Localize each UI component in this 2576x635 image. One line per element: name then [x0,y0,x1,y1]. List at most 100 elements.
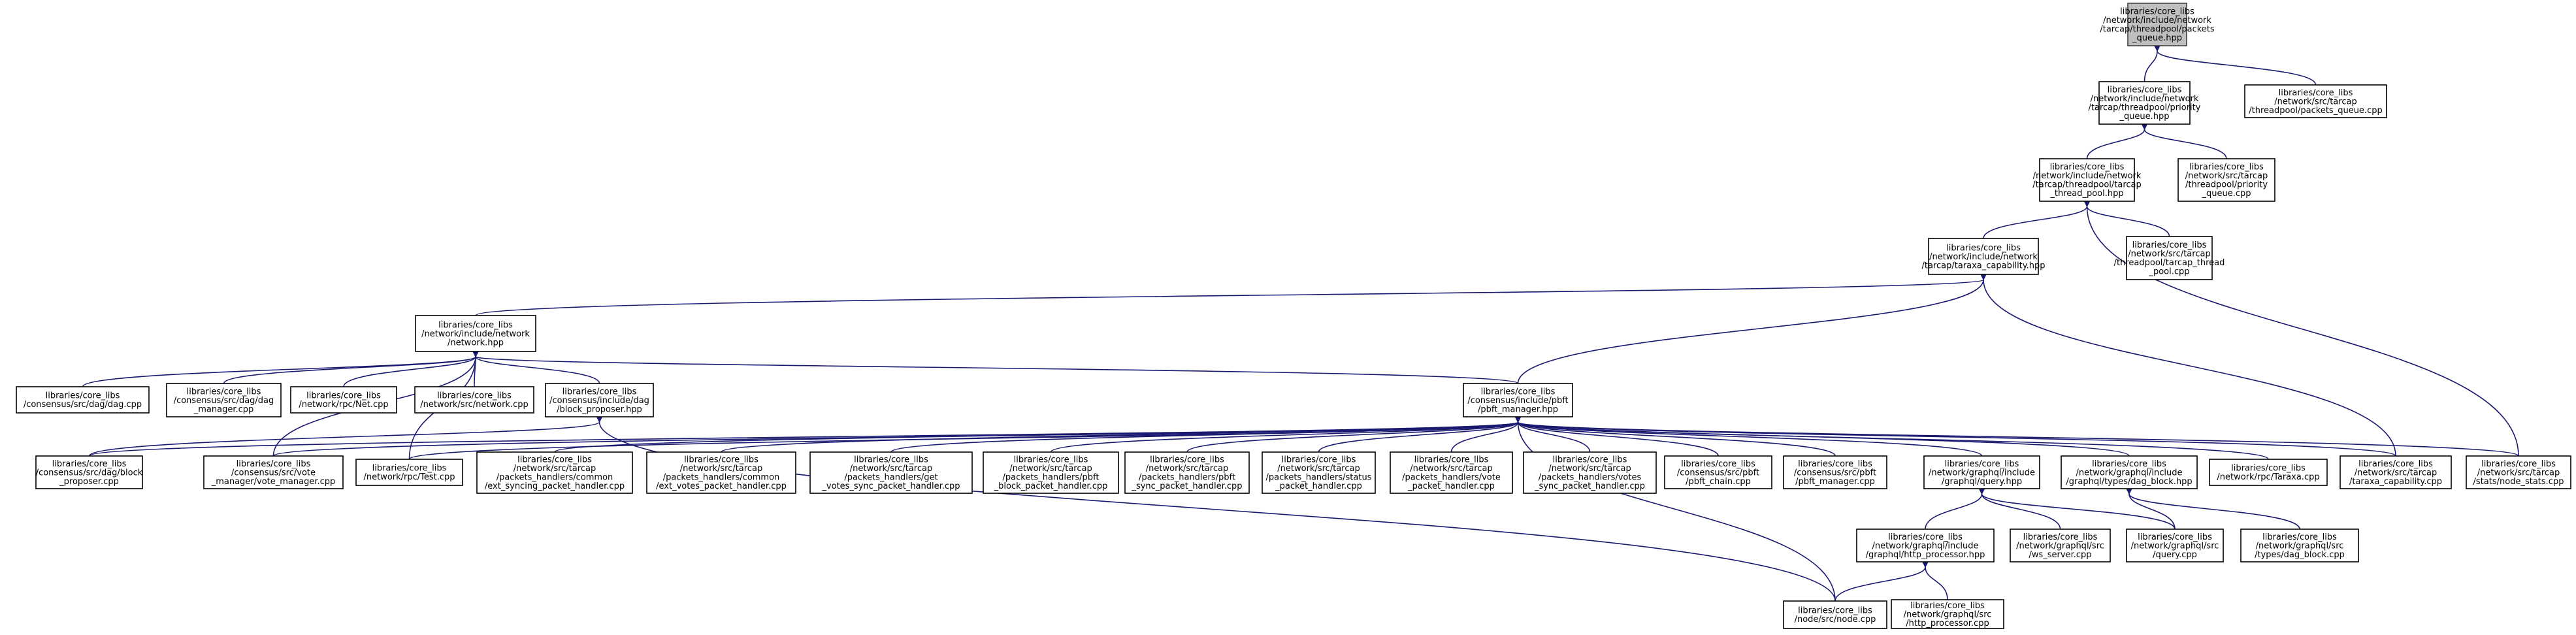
node-label-line: /consensus/src/dag/dag.cpp [24,400,142,410]
node-pqcpp[interactable]: libraries/core_libs/network/src/tarcap/t… [2244,84,2387,118]
node-label-line: /network/src/tarcap [2128,250,2210,259]
node-label-line: libraries/core_libs [684,455,758,465]
node-label-line: libraries/core_libs [2481,459,2556,469]
node-label-line: libraries/core_libs [1798,606,1872,616]
node-label-line: _sync_packet_handler.cpp [1131,481,1242,491]
node-nethpp[interactable]: libraries/core_libs/network/include/netw… [415,315,536,352]
node-querycpp[interactable]: libraries/core_libs/network/graphql/src/… [2126,529,2224,562]
edge-votessync-includes-pbftmgr [1514,415,1591,453]
node-label-line: /threadpool/tarcap_thread [2114,258,2225,268]
node-label-line: /network/src/network.cpp [420,400,529,410]
node-label-line: /consensus/src/dag/block [36,468,143,478]
node-label-line: /network/include/network [1929,252,2038,262]
node-label-line: /network/include/network [421,329,530,339]
node-box [2466,455,2571,489]
edge-wscpp-includes-queryhpp [1978,487,2061,530]
node-label-line: _pool.cpp [2148,267,2189,277]
node-pbftmgr[interactable]: libraries/core_libs/consensus/include/pb… [1463,383,1573,417]
node-label-line: libraries/core_libs [2358,459,2433,469]
node-label-line: _manager.cpp [193,404,254,414]
node-label-line: libraries/core_libs [517,455,592,465]
node-votemgr[interactable]: libraries/core_libs/consensus/src/vote_m… [203,455,344,489]
node-bpropcpp[interactable]: libraries/core_libs/consensus/src/dag/bl… [35,455,143,489]
node-box [1923,455,2040,489]
node-prio[interactable]: libraries/core_libs/network/include/netw… [2089,81,2201,125]
node-label-line: libraries/core_libs [1150,455,1224,465]
node-prioqcpp[interactable]: libraries/core_libs/network/src/tarcap/t… [2177,158,2275,202]
node-label-line: /network.hpp [448,338,504,348]
node-votepkt[interactable]: libraries/core_libs/network/src/tarcap/p… [1390,451,1513,494]
node-httphpp[interactable]: libraries/core_libs/network/graphql/incl… [1856,529,1995,562]
node-label-line: /packets_handlers/get [844,473,937,483]
node-dagblockcpp[interactable]: libraries/core_libs/network/graphql/src/… [2240,529,2359,562]
node-extsync[interactable]: libraries/core_libs/network/src/tarcap/p… [476,451,633,494]
node-pbftchain[interactable]: libraries/core_libs/consensus/src/pbft/p… [1664,455,1772,489]
node-dagblockhpp[interactable]: libraries/core_libs/network/graphql/incl… [2061,455,2198,489]
node-status[interactable]: libraries/core_libs/network/src/tarcap/p… [1262,451,1376,494]
node-label-line: /consensus/src/vote [231,468,316,478]
node-tpool[interactable]: libraries/core_libs/network/include/netw… [2032,158,2142,202]
node-label-line: /network/src/tarcap [514,464,596,474]
node-pbftblock[interactable]: libraries/core_libs/network/src/tarcap/p… [983,451,1119,494]
node-label-line: /tarcap/threadpool/tarcap [2032,180,2142,190]
node-label-line: libraries/core_libs [2279,88,2353,98]
node-label-line: /network/src/tarcap [2477,468,2560,478]
node-label-line: /ws_server.cpp [2029,550,2091,560]
node-tpoolcpp[interactable]: libraries/core_libs/network/src/tarcap/t… [2114,236,2225,280]
node-votessync[interactable]: libraries/core_libs/network/src/tarcap/p… [1523,451,1657,494]
node-root[interactable]: libraries/core_libs/network/include/netw… [2100,3,2215,46]
node-box [2061,455,2198,489]
edge-querycpp-includes-queryhpp [1978,487,2176,530]
edge-bprop-includes-nethpp [472,350,600,384]
node-label-line: /network/graphql/src [1904,610,1992,619]
node-tcap[interactable]: libraries/core_libs/network/include/netw… [1921,238,2046,275]
node-box [203,455,344,489]
node-dagcpp[interactable]: libraries/core_libs/consensus/src/dag/da… [16,386,150,414]
node-netrpc[interactable]: libraries/core_libs/network/rpc/Net.cpp [290,386,397,414]
node-label-line: libraries/core_libs [1888,532,1963,542]
node-pbftmgrcpp[interactable]: libraries/core_libs/consensus/src/pbft/p… [1783,455,1887,489]
edge-nodecpp-includes-bprop [595,415,1836,602]
node-label-line: /network/graphql/include [1872,541,1979,551]
node-label-line: /network/graphql/include [1929,468,2035,478]
node-httpcpp[interactable]: libraries/core_libs/network/graphql/src/… [1891,599,2004,629]
node-label-line: libraries/core_libs [306,391,381,401]
node-label-line: /network/rpc/Net.cpp [299,400,388,410]
node-tcapcpp[interactable]: libraries/core_libs/network/src/tarcap/t… [2340,455,2452,489]
node-label-line: /threadpool/priority [2185,180,2268,190]
node-wscpp[interactable]: libraries/core_libs/network/graphql/src/… [2010,529,2111,562]
node-label-line: libraries/core_libs [1282,455,1356,465]
node-nodestats[interactable]: libraries/core_libs/network/src/tarcap/s… [2466,455,2571,489]
node-label-line: libraries/core_libs [2120,7,2194,17]
node-box [166,383,282,417]
edge-pqcpp-includes-root [2153,44,2317,86]
node-label-line: libraries/core_libs [2138,532,2212,542]
node-pbftsync[interactable]: libraries/core_libs/network/src/tarcap/p… [1124,451,1250,494]
node-taraxacpp[interactable]: libraries/core_libs/network/rpc/Taraxa.c… [2209,459,2328,486]
edge-pbftmgr-includes-nethpp [471,350,1519,384]
node-label-line: /network/graphql/src [2131,541,2219,551]
edge-httphpp-includes-queryhpp [1925,487,1986,530]
edge-pbftblock-includes-pbftmgr [1050,415,1522,453]
node-queryhpp[interactable]: libraries/core_libs/network/graphql/incl… [1923,455,2040,489]
node-label-line: _proposer.cpp [59,477,119,487]
node-label-line: /network/src/tarcap [850,464,932,474]
node-label-line: /stats/node_stats.cpp [2473,477,2564,487]
node-label-line: /network/src/tarcap [680,464,762,474]
node-netcpp[interactable]: libraries/core_libs/network/src/network.… [414,386,534,414]
node-label-line: _manager/vote_manager.cpp [211,477,336,487]
node-box [2240,529,2359,562]
edge-netrpc-includes-nethpp [343,350,480,387]
node-label-line: /consensus/include/dag [549,396,649,406]
node-bprop[interactable]: libraries/core_libs/consensus/include/da… [545,383,654,417]
node-dagmgr[interactable]: libraries/core_libs/consensus/src/dag/da… [166,383,282,417]
node-label-line: /network/src/tarcap [1277,464,1360,474]
node-label-line: /packets_handlers/pbft [1003,473,1100,483]
node-label-line: libraries/core_libs [2092,459,2166,469]
edge-nodecpp-includes-httphpp [1834,560,1929,602]
node-nodecpp[interactable]: libraries/core_libs/node/src/node.cpp [1783,600,1887,629]
node-testcpp[interactable]: libraries/core_libs/network/rpc/Test.cpp [355,459,463,486]
node-getvotes[interactable]: libraries/core_libs/network/src/tarcap/p… [809,451,973,494]
node-extvotes[interactable]: libraries/core_libs/network/src/tarcap/p… [646,451,796,494]
node-label-line: _votes_sync_packet_handler.cpp [821,481,960,491]
